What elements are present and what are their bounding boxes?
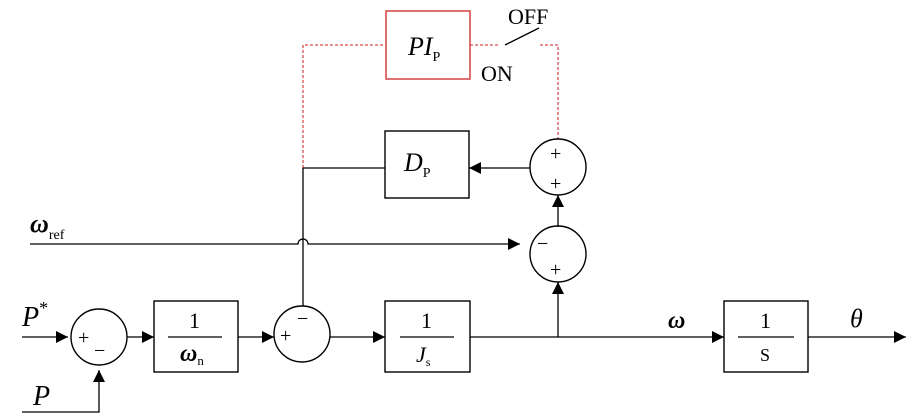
omega-label: ω [668, 308, 685, 334]
sum4-left-sign: − [537, 233, 548, 255]
switch-on-label: ON [481, 61, 513, 86]
pi-input-dashed-line [302, 44, 386, 168]
inv-omega-n-numerator: 1 [189, 308, 200, 333]
theta-label: θ [850, 304, 863, 333]
p-star-label: P* [21, 298, 48, 333]
p-label: P [32, 381, 50, 412]
dp-block-label: DP [403, 148, 431, 181]
inv-omega-n-denominator: ωn [180, 341, 204, 368]
sum2-left-sign: + [280, 325, 291, 347]
switch-off-label: OFF [508, 4, 548, 29]
omega-ref-label: ωref [30, 209, 65, 243]
pi-branch [302, 10, 559, 168]
switch-off-dashed-line [540, 44, 559, 139]
sum3-bottom-sign: + [550, 173, 561, 195]
pi-block-label: PIP [407, 32, 441, 65]
integrator-denominator: S [760, 345, 770, 365]
sum3-top-sign: + [550, 143, 561, 165]
sum2-top-sign: − [297, 308, 308, 330]
sum1-bottom-sign: − [94, 340, 105, 362]
omega-ref-line [30, 238, 520, 250]
sum2-junction [273, 305, 331, 363]
dp-block [384, 130, 470, 199]
inv-js-numerator: 1 [421, 308, 432, 333]
integrator-numerator: 1 [760, 308, 771, 333]
switch-blade [504, 27, 540, 46]
p-input-line [22, 370, 105, 413]
sum4-bottom-sign: + [550, 259, 561, 281]
sum1-left-sign: + [78, 327, 89, 349]
inv-js-denominator: Js [416, 342, 431, 369]
